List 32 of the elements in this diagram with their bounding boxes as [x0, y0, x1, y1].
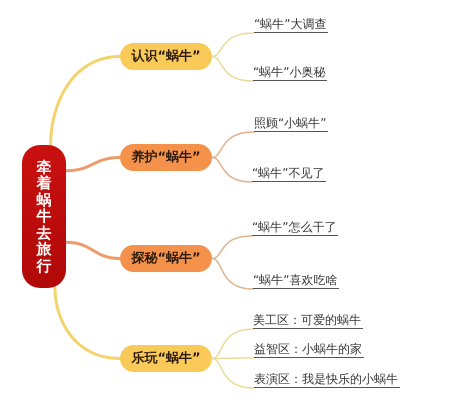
branch-pill [120, 345, 212, 372]
branch-label: 探秘“蜗牛” [131, 250, 201, 268]
underlined-subtopic: “蜗牛”喜欢吃啥 [253, 273, 340, 289]
curved-connector [211, 258, 254, 290]
branch-pill [120, 43, 212, 70]
underlined-subtopic: 益智区：小蜗牛的家 [254, 342, 364, 358]
curved-connector [64, 156, 122, 172]
underlined-subtopic: “蜗牛”怎么干了 [252, 220, 338, 236]
branch-label: 乐玩“蜗牛” [131, 350, 201, 368]
curved-connector [211, 156, 253, 183]
curved-connector [211, 56, 254, 82]
curved-connector [211, 328, 254, 360]
underlined-subtopic: “蜗牛”小奥秘 [253, 65, 328, 81]
curved-connector [54, 286, 122, 360]
curved-connector [64, 240, 122, 260]
curved-connector [211, 235, 253, 260]
branch-label: 养护“蜗牛” [131, 148, 201, 167]
branch-pill [120, 245, 212, 272]
branch-label: 认识“蜗牛” [131, 48, 201, 66]
central-topic-box [22, 145, 66, 288]
underlined-subtopic: 表演区：我是快乐的小蜗牛 [254, 372, 400, 388]
underlined-subtopic: 照顾“小蜗牛” [254, 116, 328, 132]
curved-connector [211, 357, 255, 360]
curved-connector [211, 32, 255, 58]
underlined-subtopic: “蜗牛”不见了 [252, 166, 326, 182]
curved-connector [211, 358, 255, 389]
underlined-subtopic: 美工区：可爱的蜗牛 [253, 313, 363, 329]
branch-pill [120, 144, 212, 171]
curved-connector [49, 55, 122, 146]
underlined-subtopic: “蜗牛”大调查 [254, 17, 328, 33]
curved-connector [211, 131, 255, 158]
central-topic-label: 牵着蜗牛去旅行 [36, 158, 52, 274]
